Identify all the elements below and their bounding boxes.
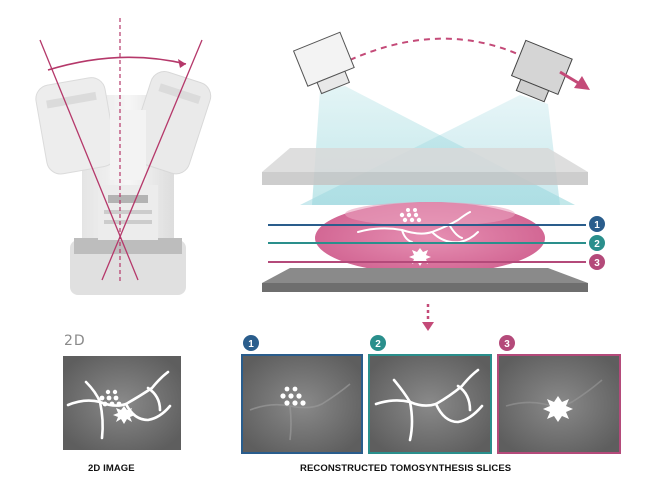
xray-beams — [300, 86, 575, 205]
down-arrow — [422, 304, 434, 331]
detector-plate — [262, 268, 588, 292]
swing-lines — [39, 18, 203, 282]
slice-panel-3 — [497, 354, 621, 454]
xray-tube-left — [292, 31, 355, 95]
source-path-arc — [349, 37, 521, 61]
machine-tube-left — [35, 77, 117, 175]
svg-text:1: 1 — [248, 339, 254, 350]
slice-badge-1: 1 — [589, 216, 605, 232]
svg-text:2: 2 — [594, 239, 600, 250]
mammography-machine — [35, 71, 212, 295]
compression-plate — [262, 148, 588, 185]
machine-tube-right — [129, 71, 212, 175]
lesion-star — [409, 248, 431, 266]
panel-2d-image — [63, 356, 181, 450]
slice-badge-2: 2 — [589, 235, 605, 251]
motion-arrow — [559, 70, 590, 90]
slice-panel-badge-3: 3 — [499, 335, 515, 351]
swing-arc — [47, 56, 187, 71]
slice-panel-1 — [241, 354, 363, 454]
machine-detector — [74, 238, 182, 254]
calcification-cluster — [399, 208, 422, 223]
slice-panel-badge-2: 2 — [370, 335, 386, 351]
slice-lines — [268, 224, 586, 263]
svg-text:3: 3 — [504, 339, 510, 350]
svg-text:2: 2 — [375, 339, 381, 350]
xray-tube-right — [510, 39, 573, 103]
reconstructed-slices-label: RECONSTRUCTED TOMOSYNTHESIS SLICES — [300, 463, 512, 474]
svg-text:1: 1 — [594, 220, 600, 231]
slice-panel-badge-1: 1 — [243, 335, 259, 351]
two-d-tag: 2D — [64, 333, 86, 349]
slice-badge-3: 3 — [589, 254, 605, 270]
two-d-image-label: 2D IMAGE — [88, 463, 135, 474]
svg-text:3: 3 — [594, 258, 600, 269]
slice-panel-2 — [368, 354, 492, 454]
